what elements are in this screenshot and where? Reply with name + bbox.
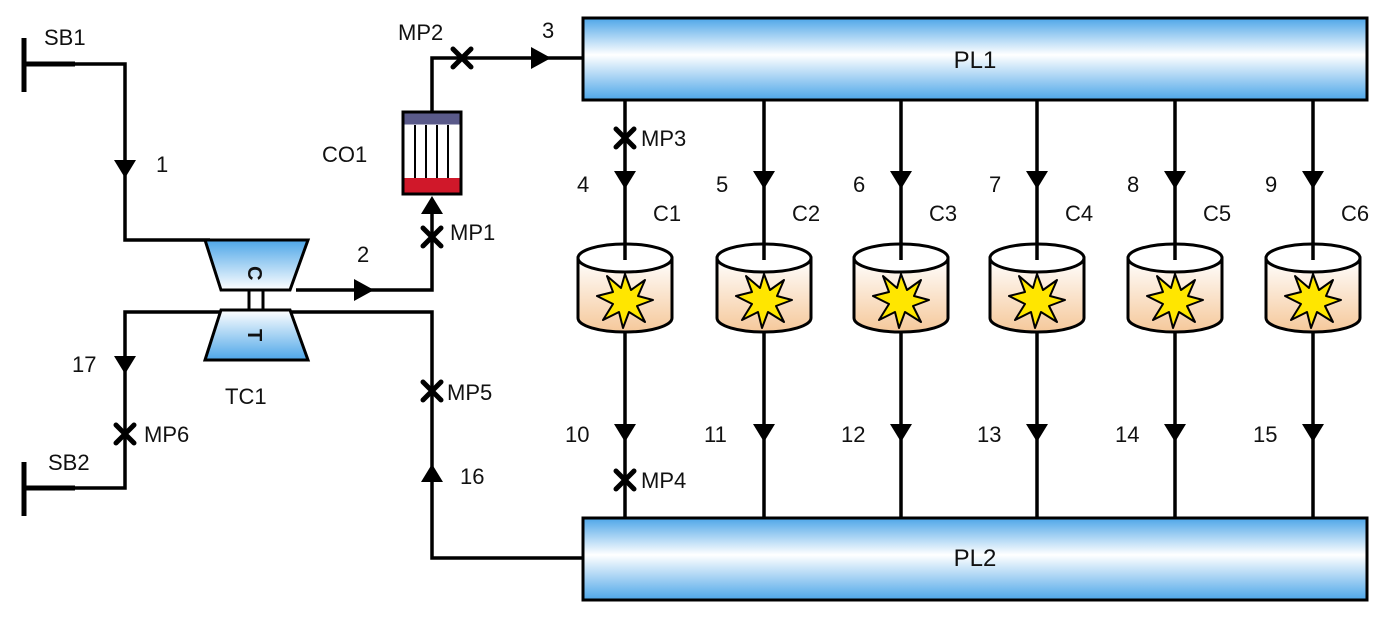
mp3-label: MP3 bbox=[641, 126, 686, 151]
upper-pipe-arrow-5 bbox=[1164, 171, 1186, 189]
upper-pipe-label-5: 8 bbox=[1127, 172, 1139, 197]
pipe-3-arrow bbox=[531, 47, 551, 69]
upper-pipe-label-1: 4 bbox=[577, 172, 589, 197]
mp5-label: MP5 bbox=[447, 380, 492, 405]
sb1-boundary bbox=[21, 38, 75, 92]
upper-pipe-label-6: 9 bbox=[1265, 172, 1277, 197]
mp4-label: MP4 bbox=[641, 468, 686, 493]
lower-pipe-arrow-6 bbox=[1302, 424, 1324, 442]
pipe-1-arrow bbox=[114, 160, 136, 178]
plenum-pl2-label: PL2 bbox=[954, 545, 997, 572]
pipe-17-label: 17 bbox=[72, 352, 96, 377]
lower-pipe-label-3: 12 bbox=[841, 422, 865, 447]
sb2-boundary bbox=[21, 462, 75, 516]
mp6-marker bbox=[113, 422, 137, 446]
cooler-label: CO1 bbox=[322, 142, 367, 167]
upper-pipe-label-2: 5 bbox=[716, 172, 728, 197]
lower-pipe-label-6: 15 bbox=[1253, 422, 1277, 447]
lower-pipe-arrow-5 bbox=[1164, 424, 1186, 442]
pipe-16 bbox=[290, 310, 583, 560]
turbocharger-tc1 bbox=[202, 238, 311, 362]
pipe-16-label: 16 bbox=[460, 464, 484, 489]
plenum-pl2 bbox=[581, 516, 1369, 602]
upper-pipe-arrow-3 bbox=[890, 171, 912, 189]
pipe-2 bbox=[296, 200, 434, 292]
mp1-label: MP1 bbox=[450, 220, 495, 245]
pipe-1-label: 1 bbox=[156, 152, 168, 177]
pipe-16-arrow bbox=[421, 464, 443, 482]
pipe-2-arrow bbox=[354, 279, 374, 301]
sb2-label: SB2 bbox=[48, 450, 90, 475]
plenum-pl1 bbox=[581, 16, 1369, 102]
pipe-2-label: 2 bbox=[357, 242, 369, 267]
cylinder-label-4: C4 bbox=[1065, 201, 1093, 226]
upper-pipe-arrow-1 bbox=[614, 171, 636, 189]
mp3-marker bbox=[613, 126, 637, 150]
cooler-inlet-arrow bbox=[421, 196, 443, 214]
pipe-1 bbox=[75, 62, 210, 242]
pipe-17 bbox=[75, 310, 221, 490]
mp2-label: MP2 bbox=[398, 20, 443, 45]
cylinder-label-5: C5 bbox=[1203, 201, 1231, 226]
lower-pipe-label-1: 10 bbox=[565, 422, 589, 447]
turbine-label: T bbox=[243, 329, 265, 341]
pipe-17-arrow bbox=[114, 356, 136, 374]
mp4-marker bbox=[613, 468, 637, 492]
compressor-label: C bbox=[243, 266, 265, 280]
lower-pipe-arrow-2 bbox=[753, 424, 775, 442]
lower-pipe-label-5: 14 bbox=[1115, 422, 1139, 447]
upper-pipe-arrow-6 bbox=[1302, 171, 1324, 189]
cylinders-group: C1 4 10 C2 5 11 C3 6 12 C4 7 13 C5 8 14 C6 9 15 bbox=[565, 100, 1369, 518]
upper-pipe-arrow-4 bbox=[1026, 171, 1048, 189]
mp6-label: MP6 bbox=[144, 422, 189, 447]
mp1-marker bbox=[420, 225, 444, 249]
cylinder-label-1: C1 bbox=[653, 201, 681, 226]
mp5-marker bbox=[420, 379, 444, 403]
cylinder-label-6: C6 bbox=[1341, 201, 1369, 226]
upper-pipe-label-4: 7 bbox=[989, 172, 1001, 197]
upper-pipe-label-3: 6 bbox=[853, 172, 865, 197]
lower-pipe-arrow-4 bbox=[1026, 424, 1048, 442]
lower-pipe-arrow-3 bbox=[890, 424, 912, 442]
lower-pipe-arrow-1 bbox=[614, 424, 636, 442]
turbocharger-label: TC1 bbox=[225, 384, 267, 409]
cylinder-label-3: C3 bbox=[929, 201, 957, 226]
plenum-pl1-label: PL1 bbox=[954, 47, 997, 74]
lower-pipe-label-4: 13 bbox=[977, 422, 1001, 447]
pipe-3-label: 3 bbox=[542, 18, 554, 43]
lower-pipe-label-2: 11 bbox=[704, 422, 727, 447]
sb1-label: SB1 bbox=[44, 25, 86, 50]
mp2-marker bbox=[450, 46, 474, 70]
cylinder-label-2: C2 bbox=[792, 201, 820, 226]
upper-pipe-arrow-2 bbox=[753, 171, 775, 189]
cooler-co1 bbox=[401, 110, 463, 196]
